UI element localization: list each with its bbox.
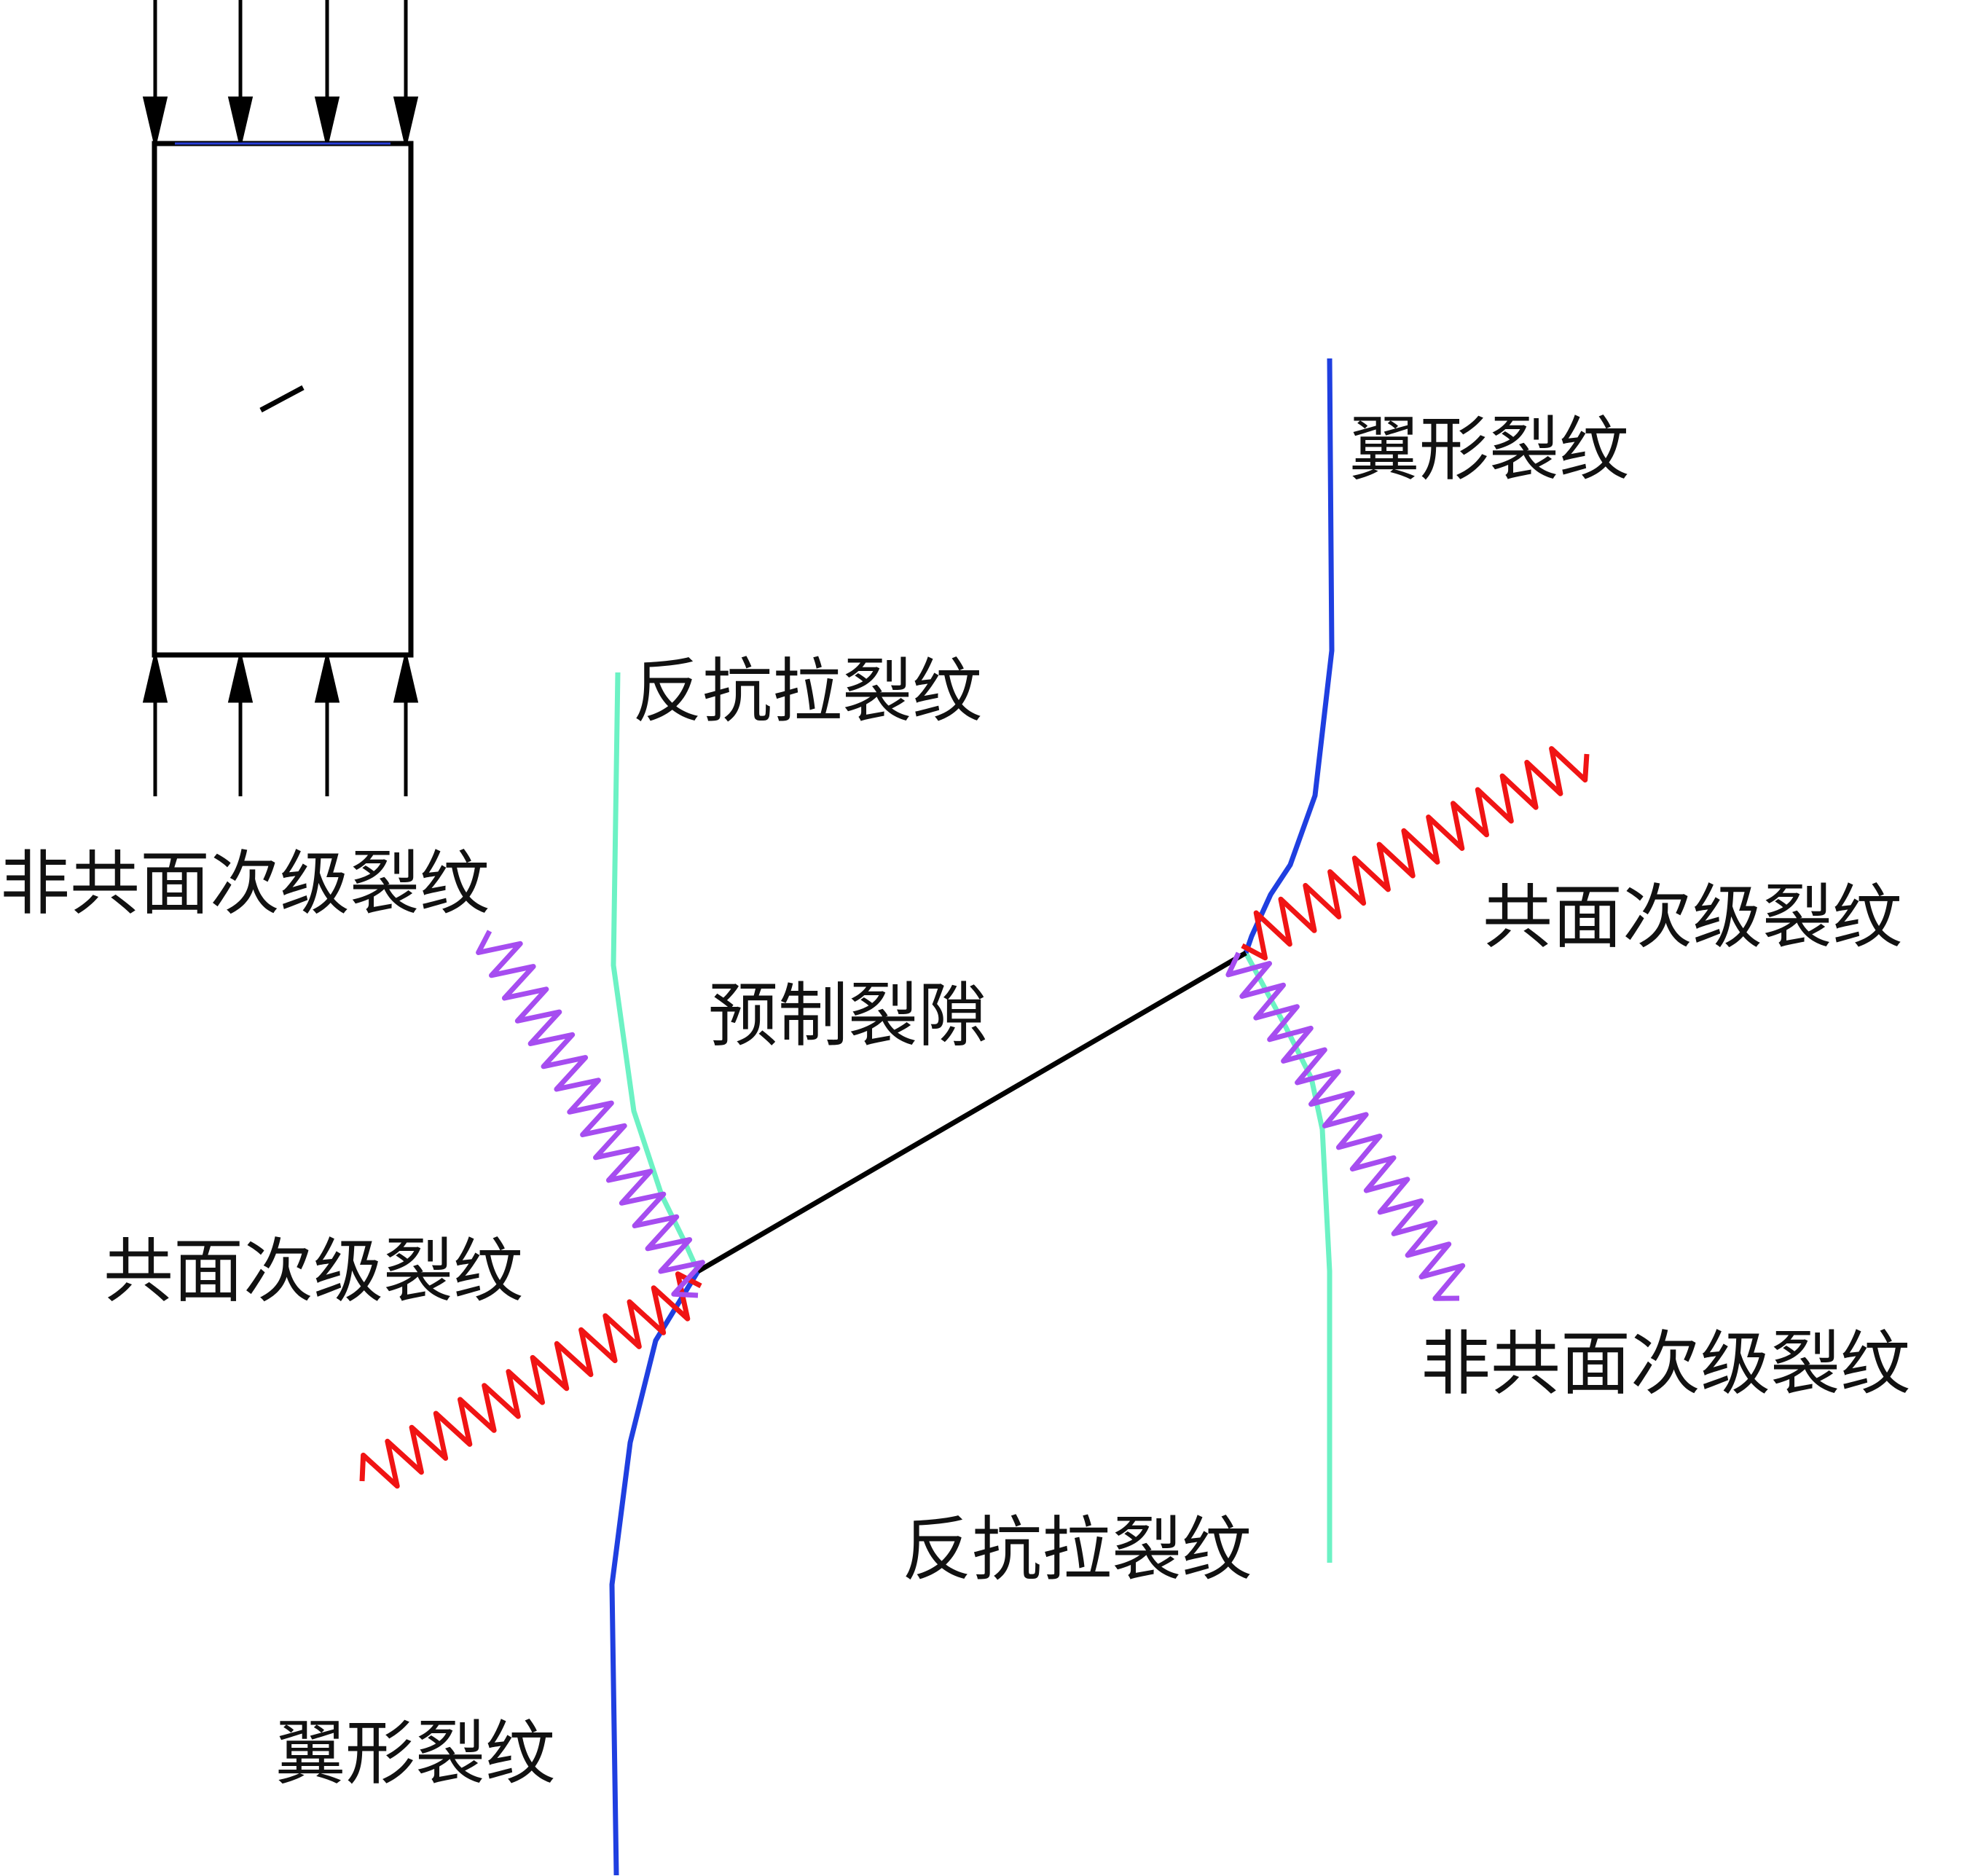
label-coplanar-secondary-crack-right: 共面次级裂纹 <box>1483 876 1902 958</box>
non-coplanar-secondary-crack-left <box>476 930 705 1298</box>
label-anti-tensile-crack-left: 反抗拉裂纹 <box>632 651 982 732</box>
label-wing-crack-bottom: 翼形裂纹 <box>275 1713 555 1794</box>
specimen-flaw-mark <box>259 385 305 413</box>
label-non-coplanar-secondary-crack-right: 非共面次级裂纹 <box>1421 1323 1910 1405</box>
wing-crack-lower <box>609 1270 700 1876</box>
label-non-coplanar-secondary-crack-left: 非共面次级裂纹 <box>0 843 490 925</box>
coplanar-secondary-crack-left <box>359 1271 702 1489</box>
label-coplanar-secondary-crack-left: 共面次级裂纹 <box>103 1231 523 1312</box>
coplanar-secondary-crack-right <box>1241 746 1590 961</box>
label-anti-tensile-crack-right: 反抗拉裂纹 <box>902 1509 1252 1590</box>
non-coplanar-secondary-crack-right <box>1225 951 1466 1301</box>
bottom-load-arrows <box>142 656 419 796</box>
label-prefabricated-flaw: 预制裂隙 <box>708 975 988 1056</box>
anti-tensile-crack-left <box>611 672 701 1273</box>
specimen-schematic <box>142 0 419 796</box>
label-wing-crack-top: 翼形裂纹 <box>1349 409 1629 490</box>
prefabricated-flaw <box>696 950 1247 1274</box>
top-load-arrows <box>142 0 419 143</box>
anti-tensile-crack-right <box>1243 951 1333 1563</box>
wing-crack-upper <box>1243 358 1335 954</box>
